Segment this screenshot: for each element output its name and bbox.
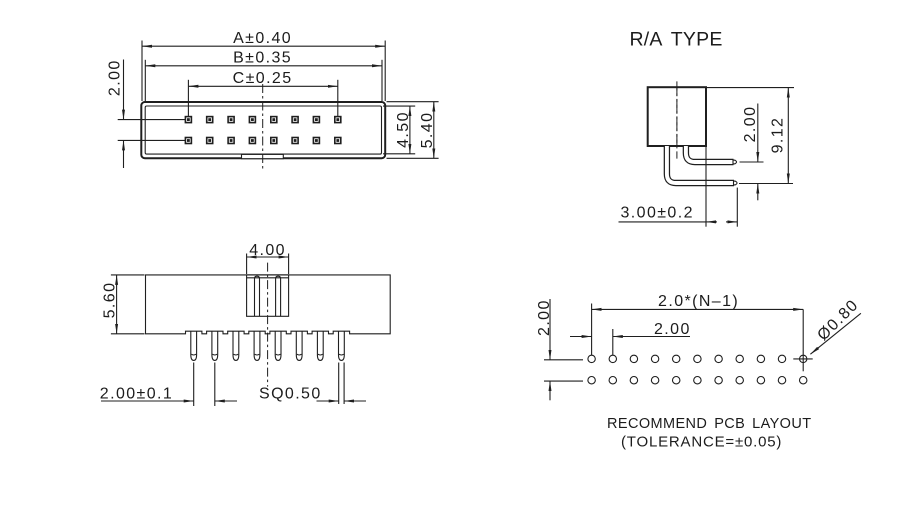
svg-text:2.00: 2.00 [536, 299, 553, 336]
svg-text:RECOMMEND PCB LAYOUT: RECOMMEND PCB LAYOUT [607, 416, 811, 432]
svg-text:R/A TYPE: R/A TYPE [630, 29, 723, 51]
svg-text:2.00: 2.00 [654, 321, 691, 338]
svg-text:4.50: 4.50 [395, 111, 412, 148]
svg-text:2.00: 2.00 [107, 59, 124, 96]
svg-text:9.12: 9.12 [770, 117, 787, 154]
svg-text:2.0*(N–1): 2.0*(N–1) [658, 293, 739, 310]
svg-text:B±0.35: B±0.35 [233, 50, 292, 67]
svg-text:3.00±0.2: 3.00±0.2 [621, 205, 694, 222]
svg-text:C±0.25: C±0.25 [233, 70, 293, 87]
svg-text:SQ0.50: SQ0.50 [259, 385, 322, 402]
svg-text:(TOLERANCE=±0.05): (TOLERANCE=±0.05) [621, 433, 782, 450]
svg-text:4.00: 4.00 [249, 242, 286, 259]
svg-text:5.60: 5.60 [101, 282, 118, 319]
svg-text:A±0.40: A±0.40 [233, 30, 292, 47]
svg-text:2.00: 2.00 [742, 106, 759, 143]
svg-text:5.40: 5.40 [419, 112, 436, 149]
svg-text:2.00±0.1: 2.00±0.1 [100, 385, 173, 402]
